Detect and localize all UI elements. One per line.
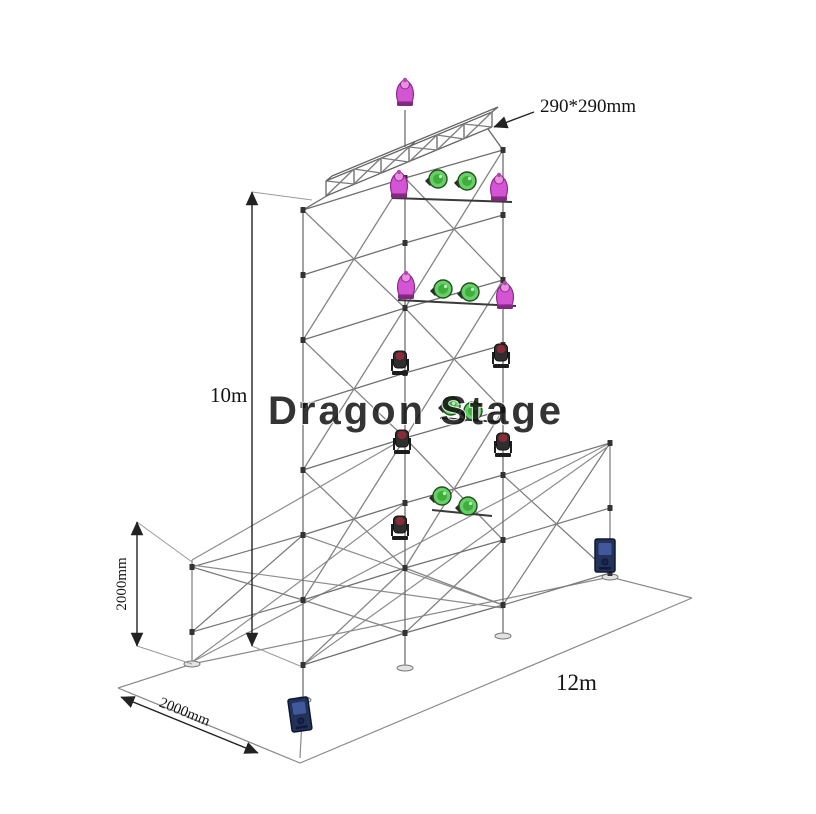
light-bars: [391, 197, 517, 517]
clamp-tick: [300, 402, 306, 408]
clamp-tick: [300, 207, 306, 213]
purple-light: [389, 169, 409, 199]
purple-light: [396, 270, 416, 300]
green-light: [456, 282, 480, 302]
clamp-tick: [300, 467, 306, 473]
clamp-tick: [300, 272, 306, 278]
base-depth-label: 2000mm: [157, 695, 213, 730]
ground-plane: [117, 576, 693, 764]
truss-size-callout: 290*290mm: [493, 96, 636, 129]
black-light: [391, 350, 409, 376]
base-height-label: 2000mm: [114, 557, 130, 611]
green-light: [428, 486, 452, 506]
clamp-tick: [607, 440, 613, 446]
clamp-tick: [300, 337, 306, 343]
clamp-tick: [300, 662, 306, 668]
clamp-tick: [300, 597, 306, 603]
clamp-tick: [189, 629, 195, 635]
ground-width-label: 12m: [556, 670, 597, 695]
clamp-tick: [402, 565, 408, 571]
clamp-tick: [500, 407, 506, 413]
clamp-tick: [189, 564, 195, 570]
green-light: [429, 279, 453, 299]
black-light: [494, 432, 512, 458]
clamp-tick: [402, 500, 408, 506]
base-depth-dimension: 2000mm: [120, 695, 259, 754]
clamp-tick: [402, 630, 408, 636]
purple-light: [489, 172, 509, 202]
clamp-tick: [300, 532, 306, 538]
top-truss-beam: [302, 106, 504, 211]
clamp-tick: [402, 240, 408, 246]
purple-light: [395, 77, 415, 107]
base-platform-structure: [191, 437, 611, 666]
clamp-tick: [500, 472, 506, 478]
truss-size-label: 290*290mm: [540, 96, 636, 117]
green-light: [453, 171, 477, 191]
clamp-tick: [402, 305, 408, 311]
clamp-tick: [607, 505, 613, 511]
blue-light: [286, 696, 313, 733]
clamp-tick: [500, 212, 506, 218]
green-light: [424, 169, 448, 189]
clamp-tick: [500, 602, 506, 608]
tower-height-label: 10m: [210, 383, 247, 407]
black-light: [391, 515, 409, 541]
blue-light: [594, 538, 616, 573]
base-height-dimension: 2000mm: [114, 521, 193, 665]
clamp-tick: [500, 147, 506, 153]
watermark: Dragon Stage: [268, 389, 564, 433]
height-dimension: 10m: [210, 191, 313, 667]
black-light: [393, 429, 411, 455]
clamp-tick: [500, 537, 506, 543]
purple-light: [495, 280, 515, 310]
black-light: [492, 343, 510, 369]
